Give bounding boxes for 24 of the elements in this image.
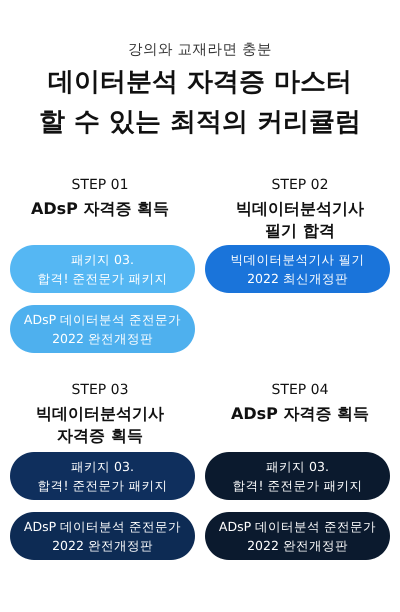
step-label: STEP 02 xyxy=(272,176,328,195)
step-heading: ADsP 자격증 획득 xyxy=(30,198,170,220)
step-pill xyxy=(10,512,195,560)
step-pill xyxy=(10,245,195,293)
pill-text: ADsP 데이터분석 준전문가 2022 완전개정판 xyxy=(218,518,376,555)
title: 데이터분석 자격증 마스터 할 수 있는 최적의 커리큘럼 xyxy=(38,66,362,139)
subtitle: 강의와 교재라면 충분 xyxy=(128,41,272,60)
step-label: STEP 01 xyxy=(72,176,128,195)
step-pill xyxy=(205,452,390,500)
step-heading: ADsP 자격증 획득 xyxy=(230,403,370,425)
pill-text: ADsP 데이터분석 준전문가 2022 완전개정판 xyxy=(24,518,182,555)
pill-text: 패키지 03. 합격! 준전문가 패키지 xyxy=(38,458,168,495)
pill-text: ADsP 데이터분석 준전문가 2022 완전개정판 xyxy=(24,311,182,348)
pill-text: 패키지 03. 합격! 준전문가 패키지 xyxy=(38,251,168,288)
step-pill xyxy=(10,305,195,353)
step-label: STEP 04 xyxy=(272,381,328,400)
pill-text: 패키지 03. 합격! 준전문가 패키지 xyxy=(232,458,362,495)
step-pill xyxy=(205,245,390,293)
step-pill xyxy=(10,452,195,500)
pill-text: 빅데이터분석기사 필기 2022 최신개정판 xyxy=(230,251,364,288)
step-heading: 빅데이터분석기사 자격증 획득 xyxy=(36,403,164,448)
step-pill xyxy=(205,512,390,560)
step-heading: 빅데이터분석기사 필기 합격 xyxy=(236,198,364,242)
step-label: STEP 03 xyxy=(72,381,128,400)
